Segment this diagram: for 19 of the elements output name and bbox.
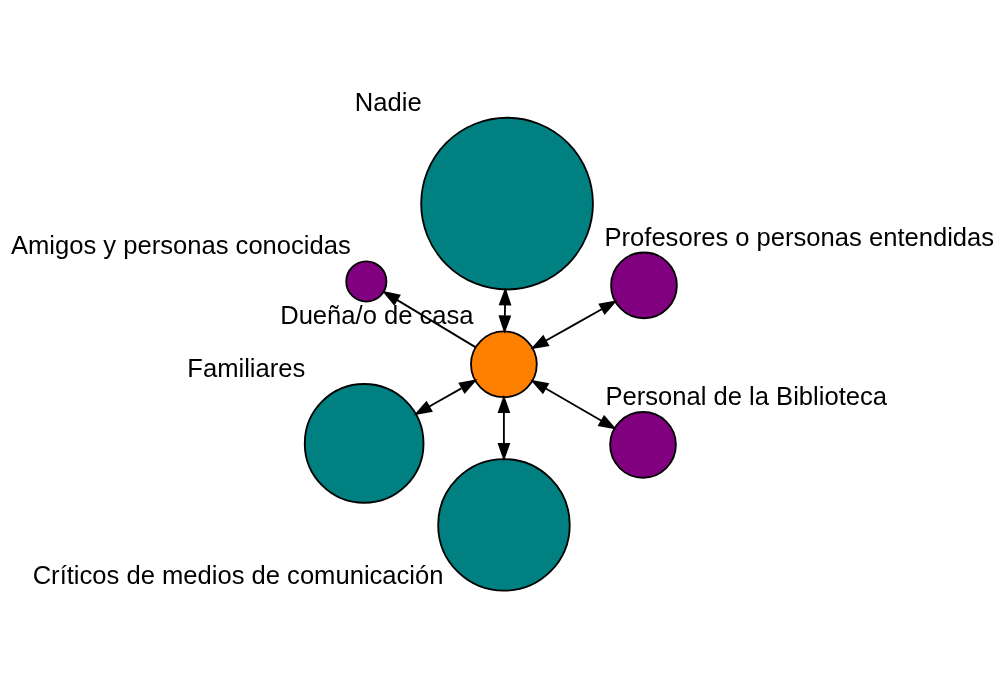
node-label: Familiares [187,353,306,382]
node-circle [610,251,678,319]
node-label: Profesores o personas entendidas [604,222,995,251]
arrow [497,394,511,461]
node-label: Nadie [354,87,422,116]
node-circle [420,116,594,290]
node-label: Dueña/o de casa [280,300,474,329]
node-circle [303,382,425,504]
node-circle [345,259,388,302]
arrow [413,378,478,415]
node-circle [609,410,677,479]
arrow [498,286,512,334]
arrow [530,299,618,349]
node-circle [470,330,538,398]
node-label: Personal de la Biblioteca [605,381,888,410]
arrow [530,379,617,430]
arrow [381,290,477,348]
node-label: Amigos y personas conocidas [10,230,351,259]
node-label: Críticos de medios de comunicación [32,560,444,589]
